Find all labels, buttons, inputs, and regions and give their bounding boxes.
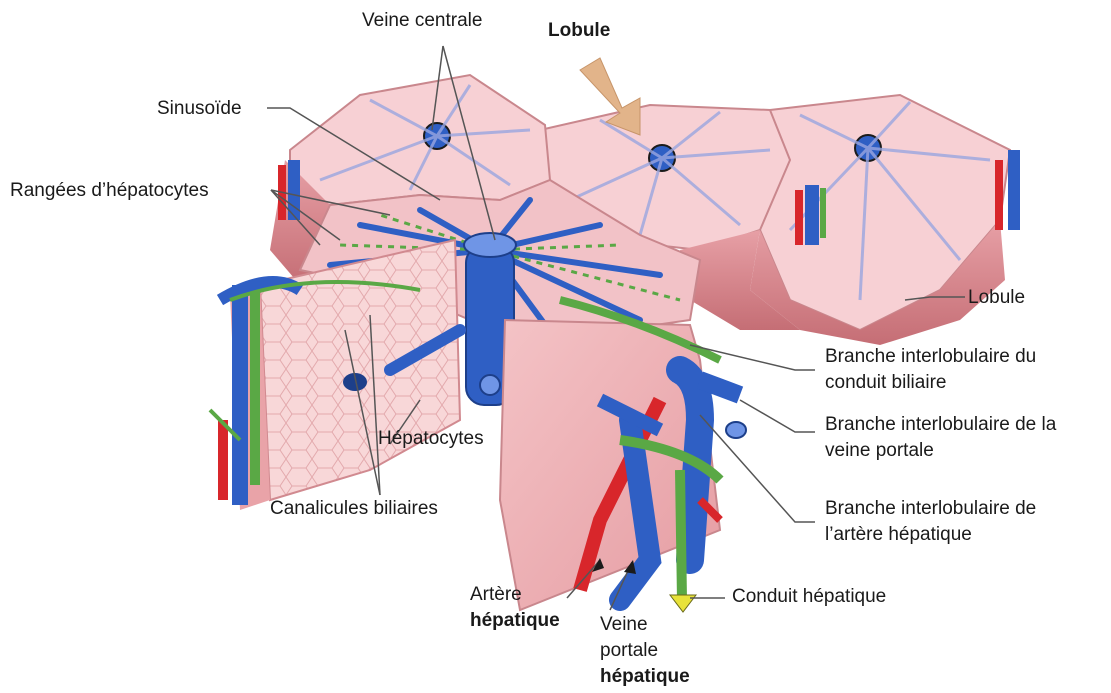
label-lobule-right: Lobule: [968, 285, 1025, 311]
label-branche-conduit-2: conduit biliaire: [825, 370, 946, 396]
label-veine-portale-3: hépatique: [600, 664, 690, 690]
label-branche-veine-1: Branche interlobulaire de la: [825, 412, 1056, 438]
label-branche-artere-1: Branche interlobulaire de: [825, 496, 1036, 522]
label-branche-veine-2: veine portale: [825, 438, 934, 464]
label-artere-1: Artère: [470, 582, 522, 608]
label-hepatocytes: Hépatocytes: [378, 426, 484, 452]
label-conduit-hepatique: Conduit hépatique: [732, 584, 886, 610]
label-branche-conduit-1: Branche interlobulaire du: [825, 344, 1036, 370]
label-lobule-top: Lobule: [548, 18, 610, 44]
label-canalicules-biliaires: Canalicules biliaires: [270, 496, 438, 522]
label-sinusoide: Sinusoïde: [157, 96, 242, 122]
label-rangees-hepatocytes: Rangées d’hépatocytes: [10, 178, 209, 204]
label-veine-centrale: Veine centrale: [362, 8, 482, 34]
label-artere-2: hépatique: [470, 608, 560, 634]
label-veine-portale-2: portale: [600, 638, 658, 664]
label-branche-artere-2: l’artère hépatique: [825, 522, 972, 548]
label-veine-portale-1: Veine: [600, 612, 648, 638]
